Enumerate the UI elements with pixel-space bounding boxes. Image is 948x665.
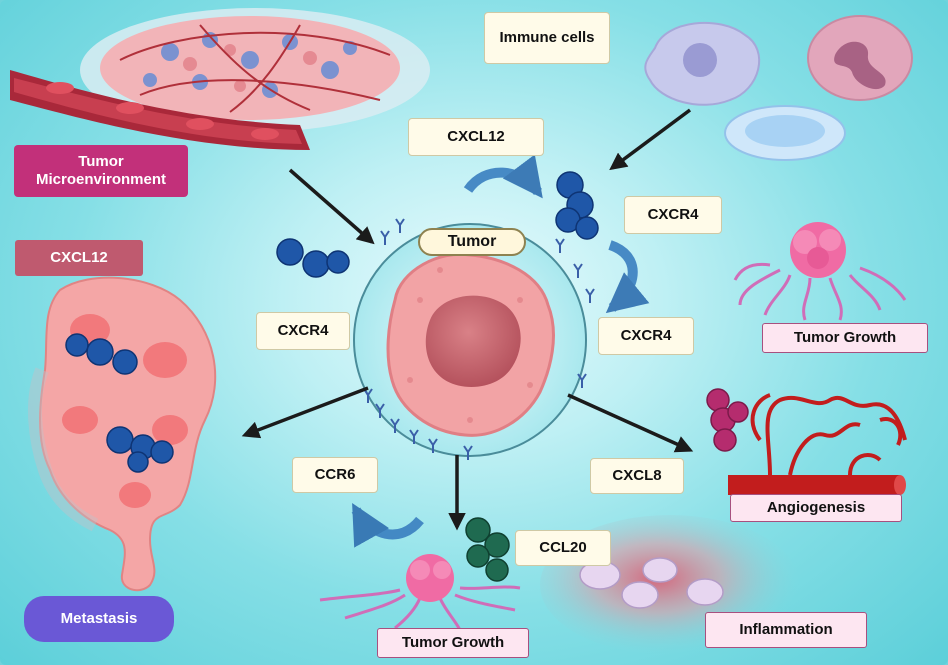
metastasis-label: Metastasis: [24, 596, 174, 642]
tumor-microenvironment-illustration: [10, 8, 430, 150]
tumor-label: Tumor: [418, 228, 526, 256]
angiogenesis-label: Angiogenesis: [730, 494, 902, 522]
cxcl12-left-label: CXCL12: [15, 240, 143, 276]
immune-cells-illustration: [644, 15, 913, 161]
tumor-growth-bottom-label: Tumor Growth: [377, 628, 529, 658]
cxcr4-left-label: CXCR4: [256, 312, 350, 350]
ccr6-label: CCR6: [292, 457, 378, 493]
central-tumor-cell: [353, 223, 587, 457]
tumor-growth-bottom-illustration: [319, 554, 521, 631]
immune-cells-label: Immune cells: [484, 12, 610, 64]
cxcr4-right-label: CXCR4: [598, 317, 694, 355]
inflammation-label: Inflammation: [705, 612, 867, 648]
receptor-glyphs: [363, 218, 595, 460]
ccl20-label: CCL20: [515, 530, 611, 566]
pathway-arrows: [241, 108, 694, 531]
tumor-microenvironment-label: Tumor Microenvironment: [14, 145, 188, 197]
tumor-growth-right-label: Tumor Growth: [762, 323, 928, 353]
chemokine-clusters: [65, 171, 749, 582]
tumor-growth-right-illustration: [733, 222, 907, 321]
cxcr4-right-top-label: CXCR4: [624, 196, 722, 234]
angiogenesis-illustration: [728, 393, 907, 495]
cxcl12-top-label: CXCL12: [408, 118, 544, 156]
curved-arrows: [351, 154, 650, 548]
cxcl8-label: CXCL8: [590, 458, 684, 494]
